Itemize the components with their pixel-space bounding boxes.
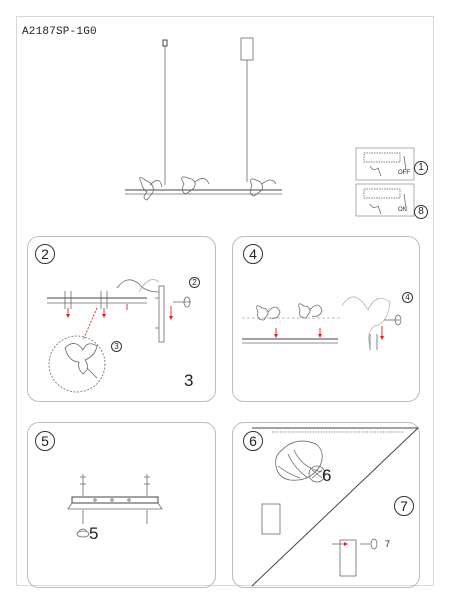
switch-on-step-badge: 8 (414, 205, 428, 219)
step-4-badge: 4 (243, 244, 263, 264)
lamp-overview-illustration (125, 37, 282, 201)
step-5-illustration (67, 474, 163, 538)
step-2-big-number: 3 (184, 371, 194, 390)
step-6-illustration (251, 427, 420, 587)
model-code: A2187SP-1G0 (22, 26, 97, 38)
page-frame (16, 16, 434, 586)
step-4-callout: 4 (402, 292, 413, 303)
step-2-illustration (47, 279, 191, 393)
switch-off-step-badge: 1 (414, 161, 428, 175)
step-7-label: 7 (385, 539, 391, 549)
step-2-panel (27, 236, 216, 402)
step-5-badge: 5 (35, 431, 55, 451)
step-2-callout-b: 3 (111, 341, 122, 352)
step-6-panel (232, 422, 420, 588)
switch-on-label: ON (398, 207, 407, 213)
step-4-panel (232, 236, 420, 402)
step-6-badge: 6 (243, 431, 263, 451)
step-2-badge: 2 (35, 244, 55, 264)
step-2-callout-a: 2 (189, 277, 200, 288)
step-5-panel (27, 422, 216, 588)
switch-on-diagram (355, 183, 415, 217)
switch-off-label: OFF (398, 170, 410, 176)
step-4-illustration (242, 296, 402, 350)
step-5-big-number: 5 (89, 524, 99, 543)
step-6-big-number: 6 (322, 466, 332, 485)
step-7-badge: 7 (394, 496, 414, 516)
